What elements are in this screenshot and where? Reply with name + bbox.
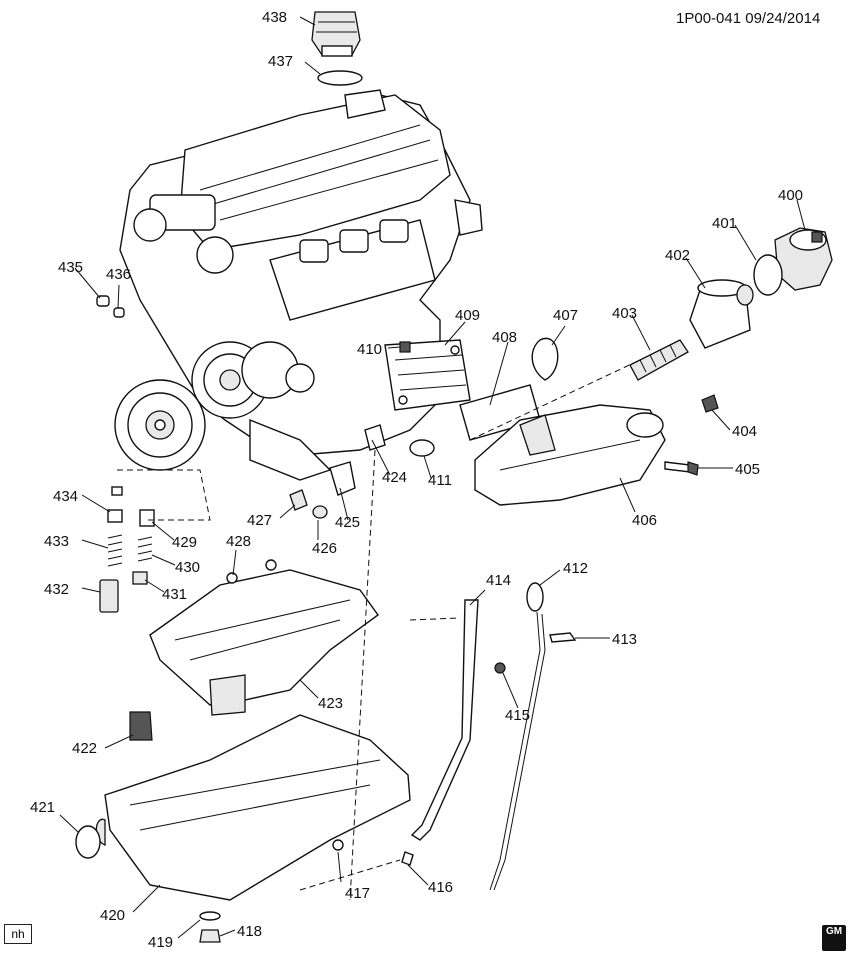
corner-tag: nh (4, 924, 32, 944)
oil-filler-cap (311, 11, 361, 57)
bolt-410 (399, 341, 411, 353)
callout-403: 403 (612, 305, 637, 322)
oil-filter-cap (774, 227, 833, 291)
oil-cooler (384, 339, 471, 411)
callout-416: 416 (428, 879, 453, 896)
oil-pressure-sensor (329, 461, 356, 496)
oil-level-indicator-tube (409, 599, 506, 841)
callout-407: 407 (553, 307, 578, 324)
callout-434: 434 (53, 488, 78, 505)
callout-424: 424 (382, 469, 407, 486)
oil-filter-housing (474, 404, 666, 506)
callout-405: 405 (735, 461, 760, 478)
part-435 (96, 295, 110, 307)
oil-cooler-seal-loop (531, 337, 559, 381)
callout-411: 411 (428, 472, 452, 489)
gm-logo-text: GM (825, 926, 843, 937)
callout-426: 426 (312, 540, 337, 557)
callout-labels: 438 437 400 401 402 403 404 405 406 407 … (30, 9, 803, 951)
oil-cooler-o-ring (409, 439, 435, 457)
oil-pan-upper (149, 559, 379, 716)
callout-420: 420 (100, 907, 125, 924)
seal-416 (401, 851, 414, 866)
callout-432: 432 (44, 581, 69, 598)
callout-412: 412 (563, 560, 588, 577)
callout-409: 409 (455, 307, 480, 324)
oil-filter (689, 279, 754, 349)
callout-428: 428 (226, 533, 251, 550)
callout-425: 425 (335, 514, 360, 531)
bolt-404 (701, 394, 719, 413)
callout-423: 423 (318, 695, 343, 712)
callout-419: 419 (148, 934, 173, 951)
oil-filter-cap-seal (753, 254, 783, 296)
callout-437: 437 (268, 53, 293, 70)
callout-430: 430 (175, 559, 200, 576)
bolt-405 (664, 461, 699, 476)
callout-427: 427 (247, 512, 272, 529)
callout-417: 417 (345, 885, 370, 902)
callout-410: 410 (357, 341, 382, 358)
callout-404: 404 (732, 423, 757, 440)
oil-pressure-switch (364, 424, 386, 451)
callout-408: 408 (492, 329, 517, 346)
diagram-code-date: 1P00-041 09/24/2014 (676, 10, 821, 27)
callout-421: 421 (30, 799, 55, 816)
plug-426 (312, 505, 328, 519)
oil-filter-element (629, 339, 689, 381)
oil-pan-drain-plug (199, 911, 221, 943)
part-436 (113, 307, 125, 318)
oil-filler-cap-seal (317, 70, 363, 86)
accessory-pulley (191, 341, 315, 419)
oil-level-dipstick (489, 582, 577, 891)
callout-435: 435 (58, 259, 83, 276)
oil-pan-seal (75, 825, 101, 859)
callout-431: 431 (162, 586, 187, 603)
callout-413: 413 (612, 631, 637, 648)
callout-436: 436 (106, 266, 131, 283)
leader-lines (59, 16, 806, 939)
callout-400: 400 (778, 187, 803, 204)
callout-402: 402 (665, 247, 690, 264)
callout-401: 401 (712, 215, 737, 232)
oil-pressure-relief-assembly (99, 469, 211, 613)
gm-logo: GM (822, 925, 846, 951)
callout-429: 429 (172, 534, 197, 551)
callout-438: 438 (262, 9, 287, 26)
callout-415: 415 (505, 707, 530, 724)
callout-433: 433 (44, 533, 69, 550)
callout-422: 422 (72, 740, 97, 757)
callout-418: 418 (237, 923, 262, 940)
callout-414: 414 (486, 572, 511, 589)
callout-406: 406 (632, 512, 657, 529)
oil-pump-screen (129, 711, 153, 741)
crankshaft-pulley (114, 379, 206, 471)
oil-pan-lower (95, 714, 411, 901)
